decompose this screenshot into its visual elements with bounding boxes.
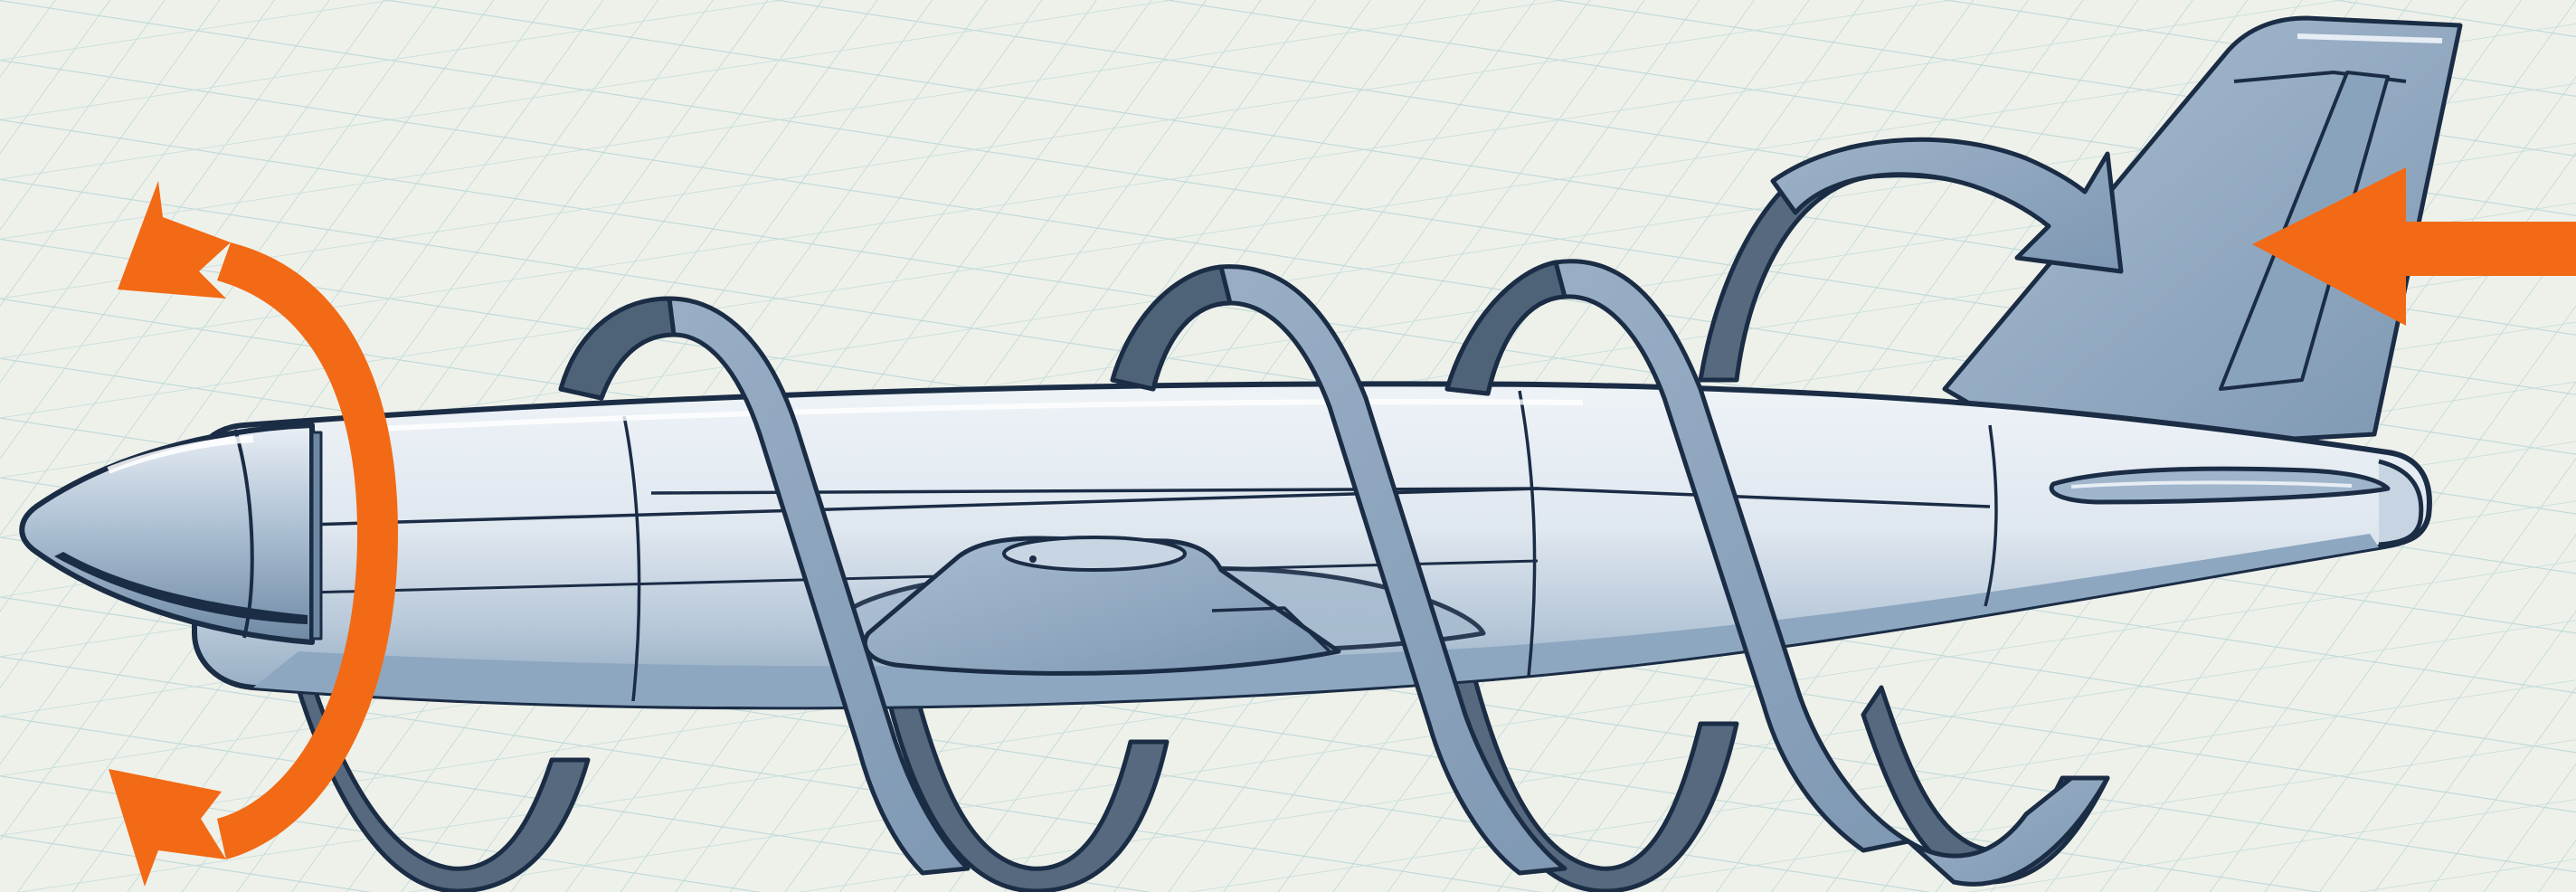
diagram-svg [0,0,2576,892]
diagram-canvas [0,0,2576,892]
